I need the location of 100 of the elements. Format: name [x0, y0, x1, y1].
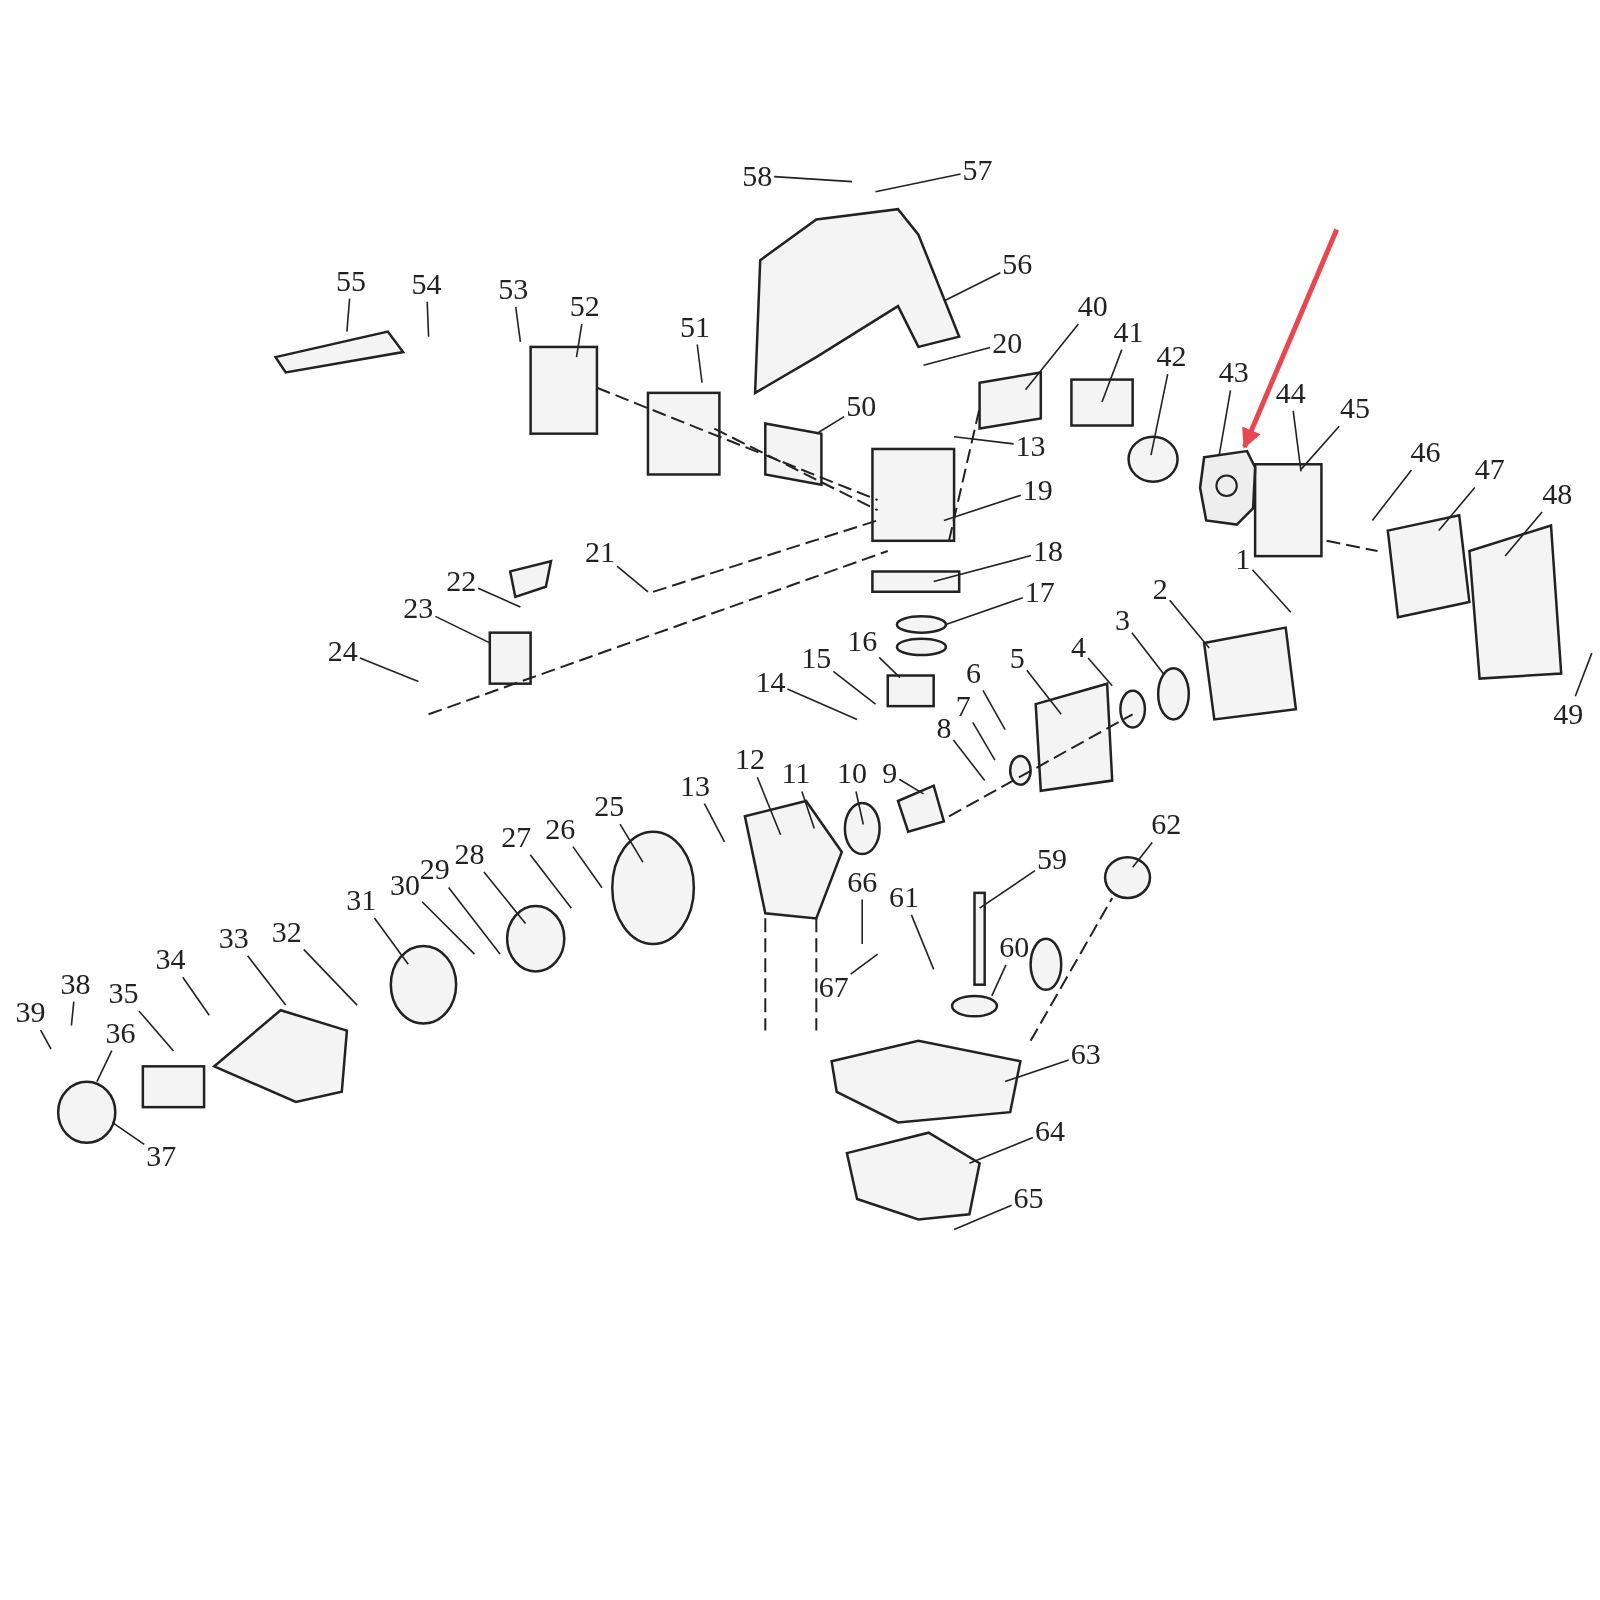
callout-number: 61	[889, 880, 920, 913]
callout-number: 9	[882, 757, 898, 790]
leader-line	[1371, 469, 1413, 522]
callout-number: 59	[1037, 843, 1068, 876]
callout-number: 29	[419, 853, 450, 886]
leader-line	[483, 871, 527, 925]
callout-number: 13	[679, 769, 710, 802]
callout-number: 40	[1077, 290, 1108, 323]
leader-line	[1251, 568, 1292, 613]
leader-line	[111, 1121, 145, 1146]
callout-number: 3	[1114, 604, 1130, 637]
leader-line	[945, 596, 1024, 626]
leader-line	[932, 554, 1032, 583]
callout-number: 55	[336, 264, 366, 297]
leader-line	[943, 272, 1002, 302]
callout-number: 60	[999, 930, 1030, 963]
leader-line	[910, 914, 935, 971]
callout-number: 13	[1015, 429, 1046, 462]
leader-line	[978, 869, 1036, 909]
callout-number: 8	[936, 711, 952, 744]
leader-line	[1438, 486, 1476, 532]
callout-number: 18	[1032, 535, 1063, 567]
leader-line	[346, 297, 351, 333]
leader-line	[773, 175, 853, 183]
callout-number: 28	[454, 838, 485, 871]
leader-line	[1574, 652, 1593, 698]
leader-line	[575, 323, 583, 358]
callout-number: 37	[146, 1140, 177, 1173]
callout-number: 45	[1340, 392, 1371, 425]
leader-line	[1087, 657, 1113, 687]
leader-line	[703, 802, 726, 843]
leader-line	[1026, 669, 1062, 716]
callout-number: 48	[1542, 477, 1573, 510]
callout-number: 19	[1022, 473, 1053, 506]
leader-line	[861, 898, 863, 945]
leader-line	[991, 964, 1007, 997]
leader-line	[922, 346, 991, 367]
leader-line	[359, 657, 420, 683]
leader-line	[447, 886, 501, 955]
leader-line	[1168, 599, 1210, 649]
callout-number: 49	[1553, 698, 1584, 731]
callout-number: 11	[781, 757, 811, 790]
callout-number: 21	[585, 536, 615, 569]
leader-line	[1504, 511, 1543, 557]
leader-line	[373, 917, 409, 966]
callout-number: 1	[1235, 543, 1251, 576]
callout-number: 53	[498, 272, 529, 305]
leader-line	[982, 689, 1006, 731]
leader-line	[1292, 410, 1302, 473]
callout-number: 67	[818, 970, 849, 1003]
leader-line	[815, 415, 845, 435]
callout-number: 5	[1009, 642, 1025, 675]
callout-number: 10	[837, 757, 868, 790]
leader-line	[898, 778, 925, 795]
leader-line	[1218, 389, 1232, 455]
callout-number: 2	[1152, 572, 1168, 605]
leader-line	[96, 1049, 113, 1083]
leader-line	[786, 688, 858, 721]
leader-line	[514, 306, 522, 343]
callout-number: 38	[60, 967, 91, 1000]
leader-line	[832, 670, 877, 705]
leader-line	[1131, 841, 1153, 869]
callout-number: 22	[446, 564, 477, 597]
leader-line	[849, 953, 879, 975]
leader-line	[421, 900, 476, 955]
leader-line	[572, 845, 603, 889]
callout-number: 39	[15, 996, 46, 1029]
callout-number: 4	[1071, 630, 1087, 663]
leader-line	[616, 565, 649, 593]
callout-number: 63	[1070, 1038, 1101, 1071]
callout-number: 46	[1410, 436, 1441, 469]
callout-number: 44	[1275, 376, 1306, 409]
leader-line	[70, 1000, 75, 1027]
callout-number: 47	[1474, 453, 1505, 486]
callout-number: 30	[390, 868, 421, 901]
leader-line	[182, 976, 210, 1017]
leader-line	[801, 790, 816, 830]
arrow	[1242, 228, 1339, 449]
callout-number: 52	[569, 290, 600, 323]
leader-line	[246, 955, 287, 1006]
leader-line	[878, 656, 901, 679]
callout-number: 62	[1151, 808, 1182, 841]
callout-number: 20	[992, 326, 1023, 359]
leader-line	[953, 1204, 1013, 1231]
leader-line	[426, 300, 430, 338]
leader-line	[968, 1136, 1034, 1165]
leader-line	[1150, 373, 1169, 456]
callout-number: 34	[155, 943, 186, 976]
callout-number: 66	[847, 865, 878, 898]
leader-line	[1101, 348, 1123, 403]
leader-line	[477, 587, 522, 608]
callout-number: 7	[955, 690, 971, 723]
leader-line	[943, 494, 1022, 522]
leader-line	[1024, 323, 1080, 391]
callout-number: 15	[801, 642, 832, 675]
callout-number: 35	[108, 976, 139, 1009]
callout-number: 33	[218, 921, 249, 954]
callout-number: 42	[1156, 340, 1187, 373]
callout-number: 32	[271, 915, 302, 948]
leader-line	[138, 1010, 175, 1052]
